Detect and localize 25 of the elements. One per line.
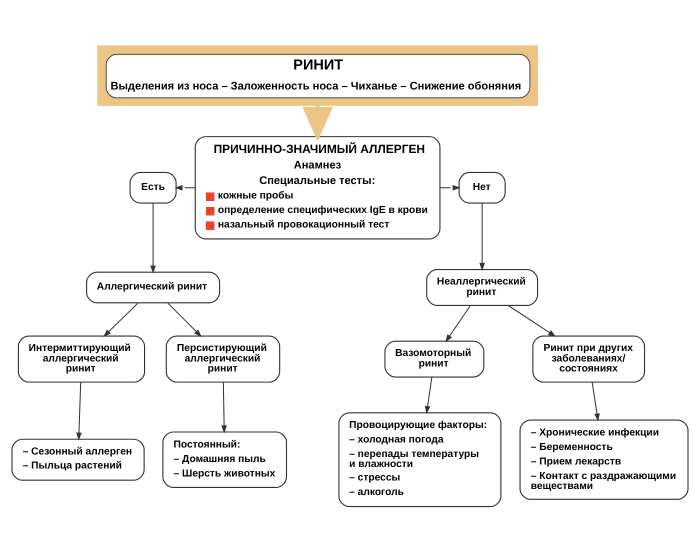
arrow [592, 382, 600, 422]
node-box: – Хронические инфекции – Беременность – Прием лекарств – Контакт с раздражающими веществами [520, 420, 689, 500]
node-box: – Сезонный аллерген – Пыльца растений [11, 438, 145, 481]
node-box: Нет [458, 172, 506, 204]
arrow [424, 377, 432, 414]
arrow [150, 204, 156, 274]
arrow [168, 302, 202, 338]
node-box: Персистирующий аллергический ринит [166, 336, 280, 383]
node-box: Интермиттирующий аллергический ринит [18, 336, 146, 383]
node-box: Аллергический ринит [86, 272, 220, 304]
arrow [221, 382, 227, 434]
node-box: Ринит при других заболеваниях/ состояниях [532, 336, 646, 383]
arrow [76, 382, 82, 441]
arrow [174, 184, 196, 191]
arrow [103, 302, 138, 338]
arrow [440, 184, 461, 191]
arrow [508, 305, 556, 337]
arrow [445, 305, 471, 342]
node-box: Есть [130, 172, 177, 204]
node-box: Неаллергический ринит [426, 269, 538, 306]
node-box: Провоцирующие факторы: – холодная погода – перепады температуры и влажности – стрессы – алкоголь [338, 412, 502, 508]
node-box: Вазомоторный ринит [384, 340, 484, 378]
arrow [479, 204, 485, 271]
node-box: ПРИЧИННО-ЗНАЧИМЫЙ АЛЛЕРГЕН Анамнез Специальные тесты: кожные пробы определение специфических IgE в крови назальный провокационный тест [194, 136, 440, 240]
node-box: Постоянный: – Домашняя пыль – Шерсть животных [162, 431, 288, 488]
